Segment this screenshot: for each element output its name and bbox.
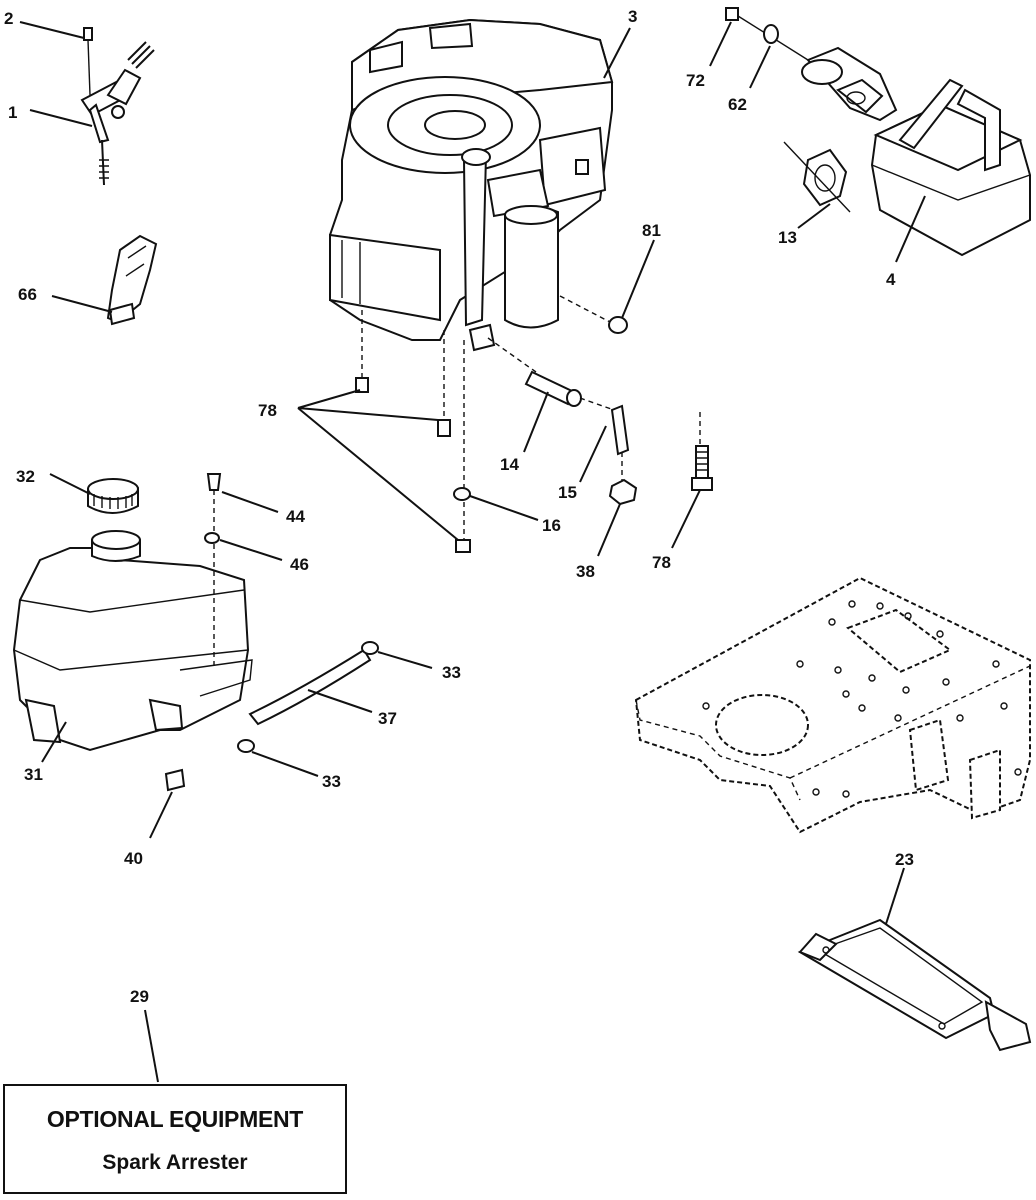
callout-46: 46 <box>290 555 309 574</box>
callout-2: 2 <box>4 9 13 28</box>
callout-16: 16 <box>542 516 561 535</box>
bolt-15-part <box>579 397 630 484</box>
fuel-cap-part <box>87 478 139 514</box>
spark-arrester-label: Spark Arrester <box>102 1151 248 1174</box>
fuel-line-part <box>248 648 372 726</box>
callout-37: 37 <box>378 709 397 728</box>
callout-66: 66 <box>18 285 37 304</box>
optional-equipment-box: OPTIONAL EQUIPMENT Spark Arrester <box>3 1084 347 1194</box>
washer-16-part <box>453 487 471 501</box>
muffler-part <box>801 46 1031 257</box>
bracket-66-part <box>106 234 158 326</box>
nut-81-part <box>559 295 628 334</box>
fuel-tank-part <box>12 530 253 752</box>
callout-13: 13 <box>778 228 797 247</box>
callout-3: 3 <box>628 7 637 26</box>
clamp-33-lower-part <box>237 739 255 753</box>
filter-40-part <box>164 768 186 792</box>
clamp-33-upper-part <box>361 641 379 655</box>
callout-78-left: 78 <box>258 401 277 420</box>
washer-62-part <box>763 24 779 44</box>
callout-62: 62 <box>728 95 747 114</box>
callout-32: 32 <box>16 467 35 486</box>
callout-23: 23 <box>895 850 914 869</box>
callout-15: 15 <box>558 483 577 502</box>
callout-44: 44 <box>286 507 305 526</box>
callout-72: 72 <box>686 71 705 90</box>
callout-33-upper: 33 <box>442 663 461 682</box>
nut-38-part <box>608 478 638 506</box>
callout-78-right: 78 <box>652 553 671 572</box>
screw-44-part <box>206 473 222 670</box>
engine-bolts-part <box>355 310 471 553</box>
optional-equipment-title: OPTIONAL EQUIPMENT <box>46 1106 304 1132</box>
callout-4: 4 <box>886 270 896 289</box>
callout-81: 81 <box>642 221 661 240</box>
washer-46-part <box>204 532 220 544</box>
chassis-frame-part <box>634 576 1031 834</box>
spacer-14-part <box>487 337 582 407</box>
callout-1: 1 <box>8 103 17 122</box>
plate-23-part <box>797 918 1032 1052</box>
callout-14: 14 <box>500 455 519 474</box>
callout-33-lower: 33 <box>322 772 341 791</box>
callout-29: 29 <box>130 987 149 1006</box>
gasket-13-part <box>783 141 851 213</box>
throttle-control-part <box>80 27 155 186</box>
callout-38: 38 <box>576 562 595 581</box>
callout-40: 40 <box>124 849 143 868</box>
bolt-78-part <box>691 412 713 491</box>
engine-part <box>329 18 614 352</box>
callout-31: 31 <box>24 765 43 784</box>
